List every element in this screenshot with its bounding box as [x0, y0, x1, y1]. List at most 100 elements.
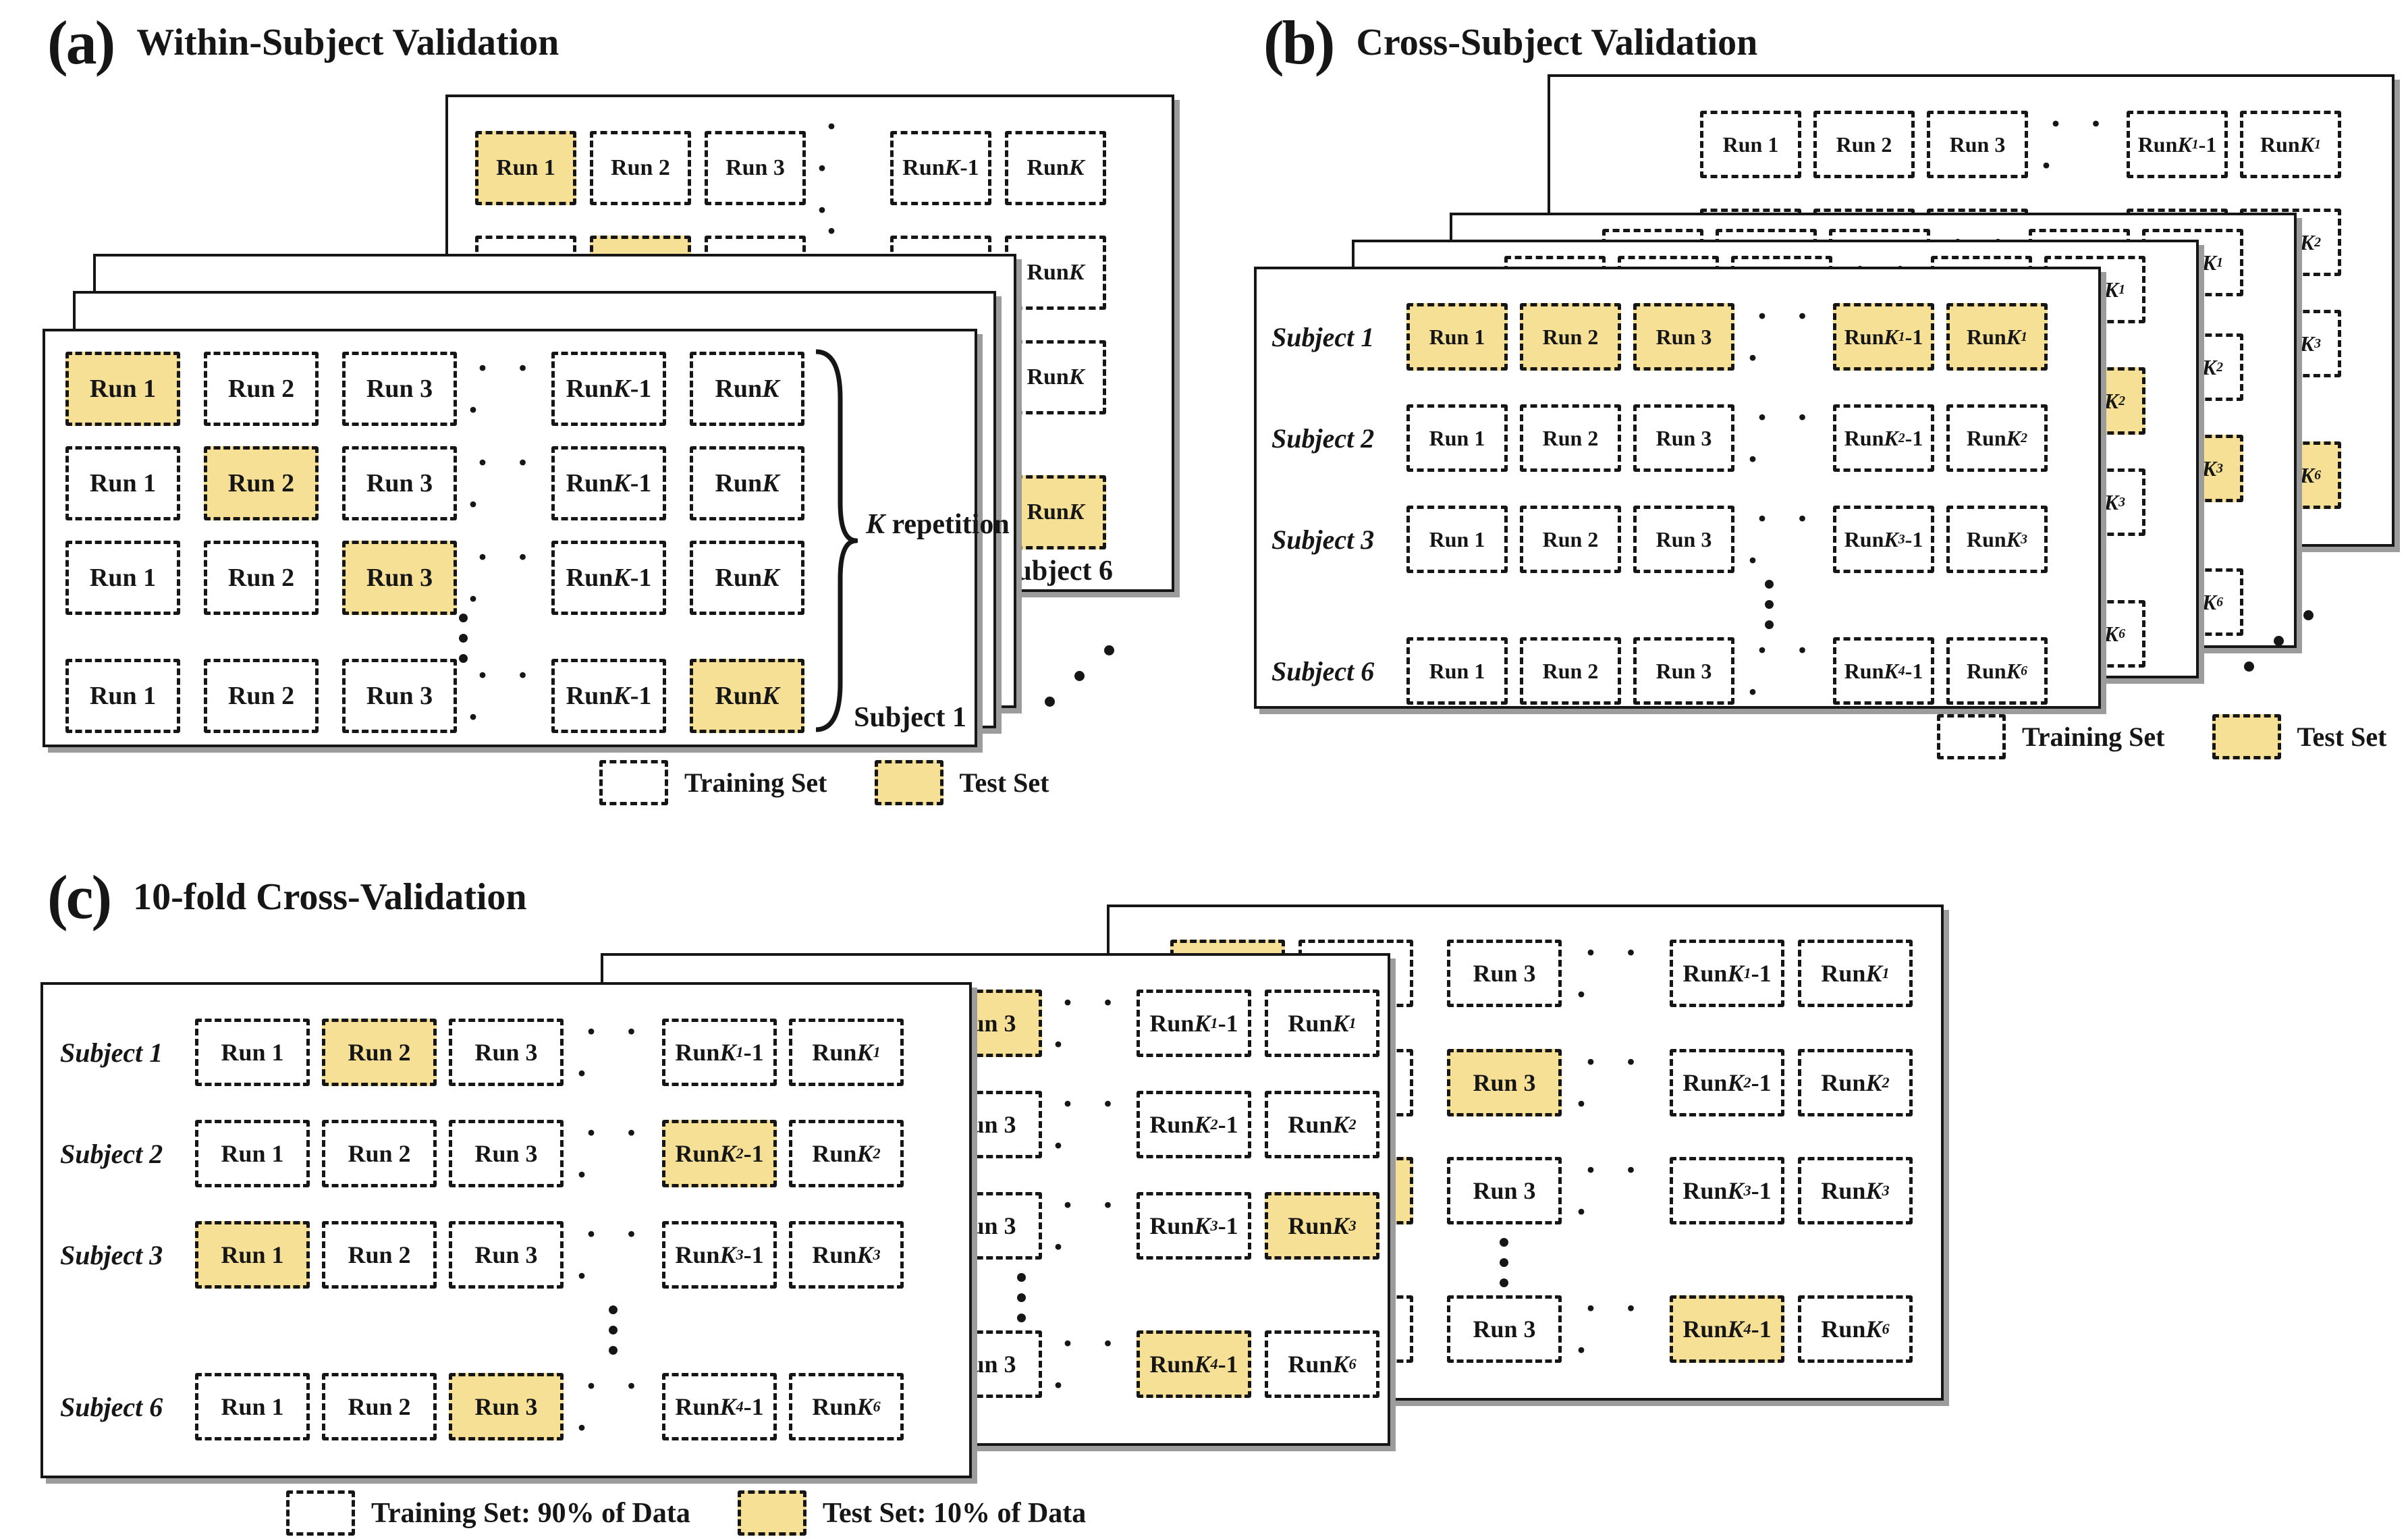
dot: [1765, 600, 1774, 609]
dot: [1500, 1278, 1508, 1287]
panel-corner-label: Subject 6: [1000, 556, 1113, 587]
run-box-training: Run 3: [342, 446, 457, 520]
ellipsis-dots: · · ·: [1747, 296, 1818, 378]
run-box-training: Run 1: [65, 541, 180, 615]
dot: [609, 1326, 618, 1334]
run-box-training: Run 3: [1633, 637, 1734, 705]
legend-item-test-set: Test Set: [874, 760, 1049, 805]
run-box-training: Run 3: [342, 659, 457, 733]
run-box-training: Run K: [1005, 131, 1106, 205]
run-box-test: Run 1: [475, 131, 576, 205]
run-box-training: Run 1: [195, 1019, 310, 1086]
run-box-test: Run 1: [65, 352, 180, 426]
run-box-test: Run 2: [322, 1019, 437, 1086]
run-box-training: Run 2: [204, 659, 319, 733]
run-box-training: Run 1: [195, 1120, 310, 1187]
ellipsis-dots: · · ·: [1052, 982, 1124, 1064]
subject-row-label: Subject 2: [60, 1138, 163, 1169]
run-box-training: Run 2: [204, 352, 319, 426]
run-box-training: Run 2: [1520, 506, 1621, 573]
vertical-ellipsis: [1765, 580, 1774, 629]
run-box-training: Run 3: [705, 131, 806, 205]
run-box-training: Run K: [690, 446, 804, 520]
ellipsis-dots: · · ·: [1747, 397, 1818, 479]
ellipsis-dots: · · ·: [467, 537, 539, 619]
run-box-training: Run 1: [195, 1373, 310, 1440]
ellipsis-dots: · · ·: [576, 1011, 647, 1094]
run-box-training: Run K-1: [890, 131, 991, 205]
ellipsis-dots: · · ·: [576, 1112, 647, 1195]
diagonal-ellipsis-dot: [1104, 645, 1114, 655]
training-set-swatch: [286, 1490, 355, 1536]
k-repetition-brace: [813, 348, 859, 733]
ellipsis-dots: · · ·: [1575, 932, 1647, 1015]
dot: [609, 1346, 618, 1355]
subject-row-label: Subject 3: [1271, 524, 1375, 555]
legend-label: Training Set: 90% of Data: [371, 1497, 690, 1529]
legend-a: Training Set Test Set: [599, 760, 1049, 805]
run-box-training: Run K: [690, 352, 804, 426]
run-box-training: Run 2: [1520, 637, 1621, 705]
section-a-title: (a) Within-Subject Validation: [47, 7, 559, 78]
run-box-training: Run 2: [322, 1120, 437, 1187]
run-box-test: Run 1: [1406, 303, 1508, 371]
run-box-test: Run 3: [449, 1373, 564, 1440]
run-box-training: Run 1: [1700, 111, 1801, 178]
run-box-training: Run 2: [1813, 111, 1915, 178]
section-c-tag: (c): [47, 863, 112, 932]
run-box-test: Run K: [1005, 475, 1106, 549]
run-box-training: Run 2: [322, 1221, 437, 1289]
legend-label: Test Set: [2297, 722, 2387, 752]
vertical-ellipsis: [609, 1305, 618, 1355]
legend-item-training-set: Training Set: [599, 760, 827, 805]
ellipsis-dots: · · ·: [576, 1366, 647, 1448]
run-box-training: Run 1: [65, 659, 180, 733]
ellipsis-dots: · · ·: [2040, 103, 2112, 186]
run-box-training: Run 3: [1633, 506, 1734, 573]
legend-item-training-set: Training Set: 90% of Data: [286, 1490, 690, 1536]
section-a-heading: Within-Subject Validation: [136, 22, 559, 63]
run-box-training: Run 3: [449, 1221, 564, 1289]
run-box-test: Run 2: [1520, 303, 1621, 371]
run-box-training: Run 3: [1927, 111, 2028, 178]
run-box-training: Run 3: [1447, 1295, 1562, 1363]
run-box-training: Run K: [1005, 340, 1106, 414]
run-box-training: Run 1: [1406, 637, 1508, 705]
subject-row-label: Subject 6: [60, 1391, 163, 1422]
vertical-ellipsis: [1017, 1273, 1026, 1322]
legend-label: Training Set: [684, 767, 827, 798]
diagonal-ellipsis-dot: [1074, 671, 1085, 681]
diagonal-ellipsis-dot: [2303, 610, 2314, 620]
diagonal-ellipsis-dot: [2244, 662, 2254, 672]
vertical-ellipsis: [1500, 1238, 1508, 1287]
run-box-training: Run 3: [342, 352, 457, 426]
ellipsis-dots: · · ·: [1747, 630, 1818, 712]
diagonal-ellipsis-dot: [2274, 636, 2284, 646]
dot: [1017, 1273, 1026, 1282]
run-box-test: Run 2: [204, 446, 319, 520]
dot: [1500, 1238, 1508, 1247]
section-c-heading: 10-fold Cross-Validation: [133, 876, 527, 918]
dot: [1017, 1314, 1026, 1322]
run-box-training: Run K-1: [551, 541, 666, 615]
